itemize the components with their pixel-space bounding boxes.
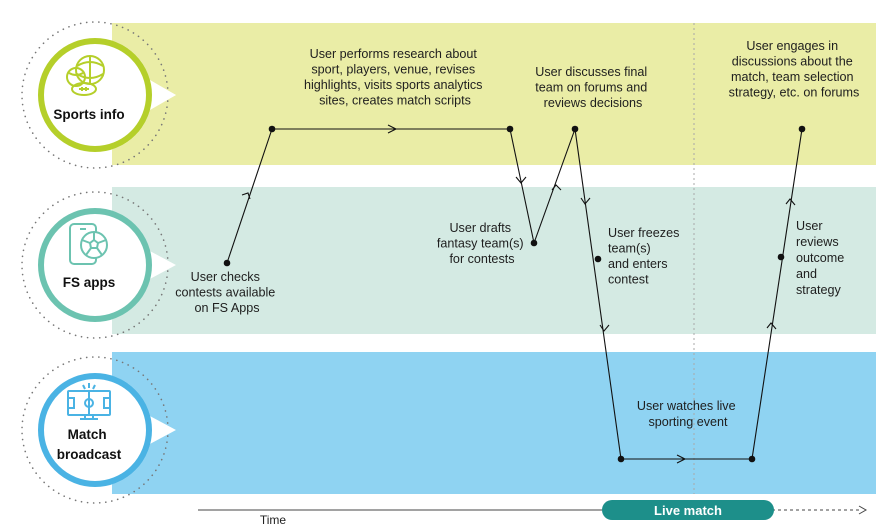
arrow-marker xyxy=(785,198,796,206)
journey-node xyxy=(223,259,231,267)
lane-label: Match broadcast xyxy=(57,427,122,462)
lane-match-broadcast: Match broadcast xyxy=(21,356,176,504)
arrow-marker xyxy=(551,184,562,191)
lane-label: Sports info xyxy=(53,107,124,122)
time-axis-label: Time xyxy=(260,513,287,525)
lane-ring xyxy=(38,38,152,152)
lane-fs-apps: FS apps xyxy=(21,191,176,339)
phone-football-icon xyxy=(69,223,108,265)
journey-node xyxy=(798,125,806,133)
lane-ring xyxy=(38,373,152,487)
arrow-marker xyxy=(241,192,251,200)
sports-balls-icon xyxy=(66,55,105,96)
arrow-marker xyxy=(515,176,527,184)
arrow-marker xyxy=(387,124,398,134)
lane-band-sports-info xyxy=(112,23,876,165)
lane-band-match-broadcast xyxy=(112,352,876,494)
journey-node xyxy=(530,239,538,247)
speech-bubble xyxy=(38,208,152,322)
step-label-draft-team: User drafts fantasy team(s) for contests xyxy=(437,221,527,266)
arrow-marker xyxy=(676,454,687,464)
lane-band-fs-apps xyxy=(112,187,876,334)
journey-nodes xyxy=(223,125,806,463)
live-match-pill xyxy=(602,500,774,520)
journey-node xyxy=(748,455,756,463)
time-axis: Live match Time xyxy=(198,500,868,525)
step-label-review-outcome: User reviews outcome and strategy xyxy=(796,219,848,297)
step-label-forum-discussion: User engages in discussions about the ma… xyxy=(729,39,860,100)
arrow-marker xyxy=(580,197,591,205)
live-match-label: Live match xyxy=(654,503,722,518)
tv-pitch-icon xyxy=(67,383,111,420)
journey-node xyxy=(777,253,785,261)
step-label-watch-live: User watches live sporting event xyxy=(637,399,739,429)
arrow-marker xyxy=(766,322,777,330)
time-axis-arrow-icon xyxy=(858,505,868,515)
journey-node xyxy=(594,255,602,263)
journey-node xyxy=(571,125,579,133)
direction-arrows xyxy=(241,124,796,464)
lane-label: FS apps xyxy=(63,275,116,290)
lane-ring xyxy=(38,208,152,322)
journey-node xyxy=(617,455,625,463)
step-label-discuss-team: User discusses final team on forums and … xyxy=(535,65,651,110)
journey-node xyxy=(506,125,514,133)
step-label-check-contests: User checks contests available on FS App… xyxy=(175,270,279,315)
step-label-research: User performs research about sport, play… xyxy=(304,47,486,108)
arrow-marker xyxy=(599,324,610,332)
lane-sports-info: Sports info xyxy=(21,21,176,169)
speech-bubble xyxy=(38,373,152,487)
step-label-freeze-team: User freezes team(s) and enters contest xyxy=(608,226,683,287)
journey-node xyxy=(268,125,276,133)
